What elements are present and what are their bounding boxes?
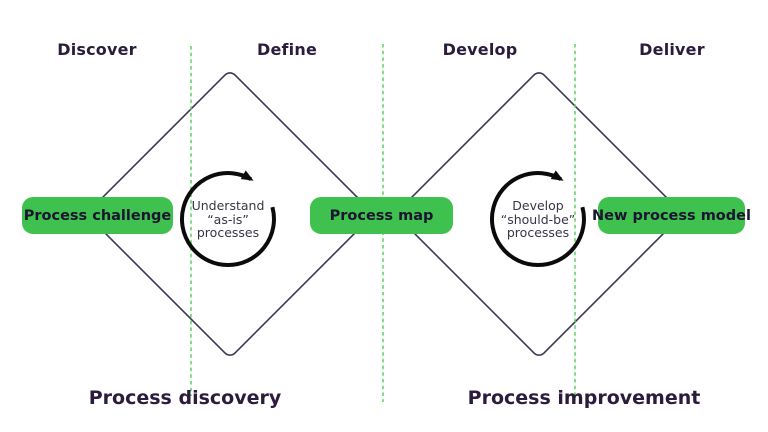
pill-label: Process challenge: [23, 207, 172, 224]
diamond-develop-deliver: [397, 72, 681, 356]
pill-label: Process map: [329, 207, 434, 224]
diamond-discover-define: [88, 72, 372, 356]
loop-caption-line: processes: [196, 224, 260, 240]
phase-label-deliver: Deliver: [639, 40, 705, 59]
loop-caption-line: Develop: [512, 197, 564, 213]
phase-label-define: Define: [256, 40, 318, 59]
pill-process-challenge: Process challenge: [22, 197, 173, 234]
pill-process-map: Process map: [310, 197, 453, 234]
loop-caption-line: Understand: [191, 197, 265, 213]
phase-label-discover: Discover: [57, 40, 137, 59]
loop-caption-line: “should-be”: [500, 211, 576, 227]
circular-arrow-icon: [489, 170, 586, 268]
circular-arrow-icon: [179, 170, 276, 268]
loop-caption-as-is: Understand “as-is” processes: [176, 199, 280, 240]
loop-caption-line: processes: [506, 224, 570, 240]
phase-label-develop: Develop: [442, 40, 518, 59]
loop-caption-should-be: Develop “should-be” processes: [486, 199, 590, 240]
pill-new-process-model: New process model: [592, 197, 751, 234]
loop-caption-line: “as-is”: [207, 211, 249, 227]
caption-process-improvement: Process improvement: [467, 387, 701, 409]
pill-label: New process model: [592, 207, 751, 224]
caption-process-discovery: Process discovery: [88, 387, 282, 409]
